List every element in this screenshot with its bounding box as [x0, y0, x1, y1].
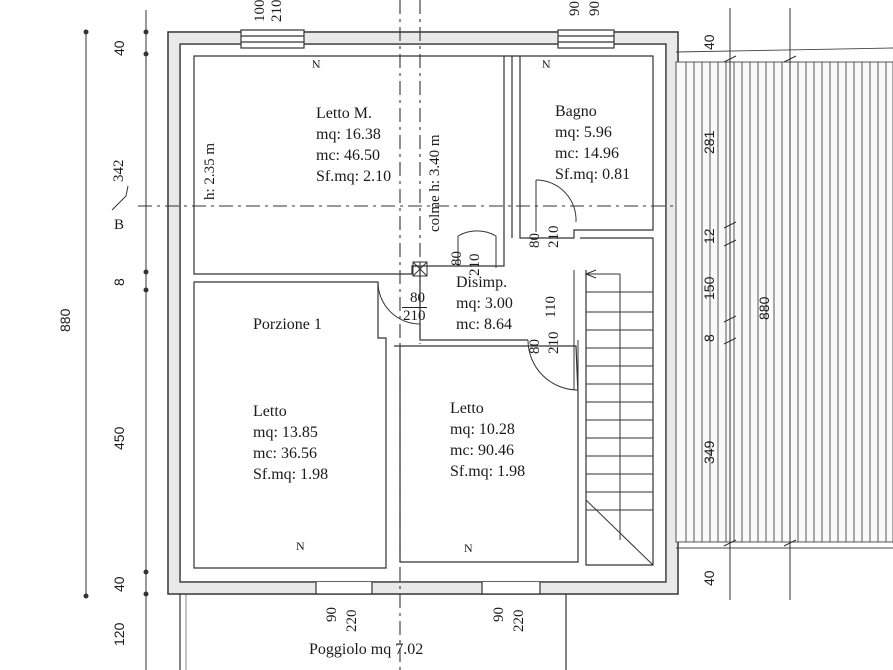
window-width: 90 [491, 607, 507, 622]
room-window-area: Sf.mq: 0.81 [555, 166, 631, 183]
dim-right-12: 12 [701, 228, 717, 244]
dim-left-880: 880 [57, 308, 73, 332]
balcony-label: Poggiolo mq 7.02 [309, 641, 424, 658]
room-area: mq: 5.96 [555, 124, 612, 141]
height-ridge: colme h: 3.40 m [427, 134, 443, 233]
room-volume: mc: 46.50 [316, 147, 380, 164]
dim-right-8: 8 [701, 334, 717, 342]
balcony [179, 594, 567, 670]
orientation-mark: N [296, 539, 305, 553]
room-window-area: Sf.mq: 1.98 [450, 463, 526, 480]
door-width: 80 [449, 251, 465, 266]
left-dimension-lines [83, 10, 149, 670]
window-width: 90 [324, 607, 340, 622]
room-letto-right: Letto mq: 10.28 mc: 90.46 Sf.mq: 1.98 [450, 398, 525, 482]
dim-left-40-top: 40 [111, 40, 127, 56]
orientation-mark: N [464, 541, 473, 555]
dim-left-8: 8 [111, 278, 127, 286]
stair-opening-width: 110 [543, 296, 559, 318]
dim-left-120: 120 [111, 622, 127, 646]
room-volume: mc: 14.96 [555, 145, 619, 162]
door-height: 210 [546, 225, 562, 249]
window-bottom-left-height: 220 [344, 609, 360, 633]
door-height: 210 [403, 308, 426, 324]
window-bottom-left-width: 90 [324, 607, 340, 622]
orientation-mark: N [542, 57, 551, 71]
room-area: mq: 13.85 [253, 424, 318, 441]
window-height: 220 [511, 609, 527, 633]
portion-name: Porzione 1 [253, 316, 322, 333]
right-dimension-lines [723, 8, 797, 600]
window-bottom-right-height: 220 [511, 609, 527, 633]
dim-right-40-top: 40 [701, 34, 717, 50]
door-width: 80 [527, 339, 543, 354]
portion-label: Porzione 1 [253, 314, 322, 335]
window-width: 90 [567, 1, 583, 16]
room-letto-m: Letto M. mq: 16.38 mc: 46.50 Sf.mq: 2.10 [316, 103, 391, 187]
window-top-left [240, 29, 305, 49]
door-letto-sx-label: 80 210 [402, 291, 427, 324]
window-top-left-height: 210 [269, 0, 285, 22]
orientation-mark: N [312, 57, 321, 71]
height-left: h: 2.35 m [202, 142, 218, 200]
window-height: 210 [269, 0, 285, 22]
room-name: Letto [450, 400, 484, 417]
door-letto-dx-height: 210 [546, 331, 562, 355]
dim-right-281: 281 [701, 130, 717, 154]
dim-right-349: 349 [701, 440, 717, 464]
dim-right-40-bottom: 40 [701, 570, 717, 586]
dim-right-150: 150 [701, 276, 717, 300]
door-bagno-height: 210 [546, 225, 562, 249]
room-name: Letto M. [316, 105, 372, 122]
room-area: mq: 10.28 [450, 421, 515, 438]
room-name: Disimp. [456, 274, 508, 291]
room-disimp: Disimp. mq: 3.00 mc: 8.64 [456, 272, 513, 335]
room-area: mq: 3.00 [456, 295, 513, 312]
room-window-area: Sf.mq: 1.98 [253, 466, 329, 483]
window-bottom-left [315, 582, 373, 595]
door-width: 80 [402, 291, 427, 308]
window-top-right-height: 90 [587, 1, 603, 16]
dim-right-880: 880 [756, 296, 772, 320]
room-name: Bagno [555, 103, 597, 120]
window-bottom-right-width: 90 [491, 607, 507, 622]
section-code: 342 [111, 159, 127, 183]
door-bagno-width: 80 [527, 233, 543, 248]
room-name: Letto [253, 403, 287, 420]
window-top-right-label: 90 [567, 1, 583, 16]
door-swings [377, 179, 579, 392]
room-window-area: Sf.mq: 2.10 [316, 168, 392, 185]
wall-fill [169, 33, 677, 593]
door-letto-dx-width: 80 [527, 339, 543, 354]
window-height: 220 [344, 609, 360, 633]
roof-hatching [675, 47, 893, 549]
door-letto-m-height: 210 [467, 253, 483, 277]
opening-width: 110 [543, 296, 559, 318]
window-top-left-label: 100 [252, 0, 268, 22]
window-height: 90 [587, 1, 603, 16]
room-volume: mc: 90.46 [450, 442, 514, 459]
ridge-marker [412, 261, 428, 277]
section-letter: B [114, 217, 125, 233]
door-letto-m-width: 80 [449, 251, 465, 266]
window-width: 100 [252, 0, 268, 22]
room-volume: mc: 36.56 [253, 445, 317, 462]
door-height: 210 [467, 253, 483, 277]
dim-left-450: 450 [111, 426, 127, 450]
room-bagno: Bagno mq: 5.96 mc: 14.96 Sf.mq: 0.81 [555, 101, 630, 185]
dim-left-40-bottom: 40 [111, 576, 127, 592]
room-area: mq: 16.38 [316, 126, 381, 143]
room-letto-left: Letto mq: 13.85 mc: 36.56 Sf.mq: 1.98 [253, 401, 328, 485]
window-top-right [557, 29, 615, 49]
door-width: 80 [527, 233, 543, 248]
stairs [584, 238, 654, 566]
room-volume: mc: 8.64 [456, 316, 512, 333]
window-bottom-right [481, 582, 541, 595]
door-height: 210 [546, 331, 562, 355]
